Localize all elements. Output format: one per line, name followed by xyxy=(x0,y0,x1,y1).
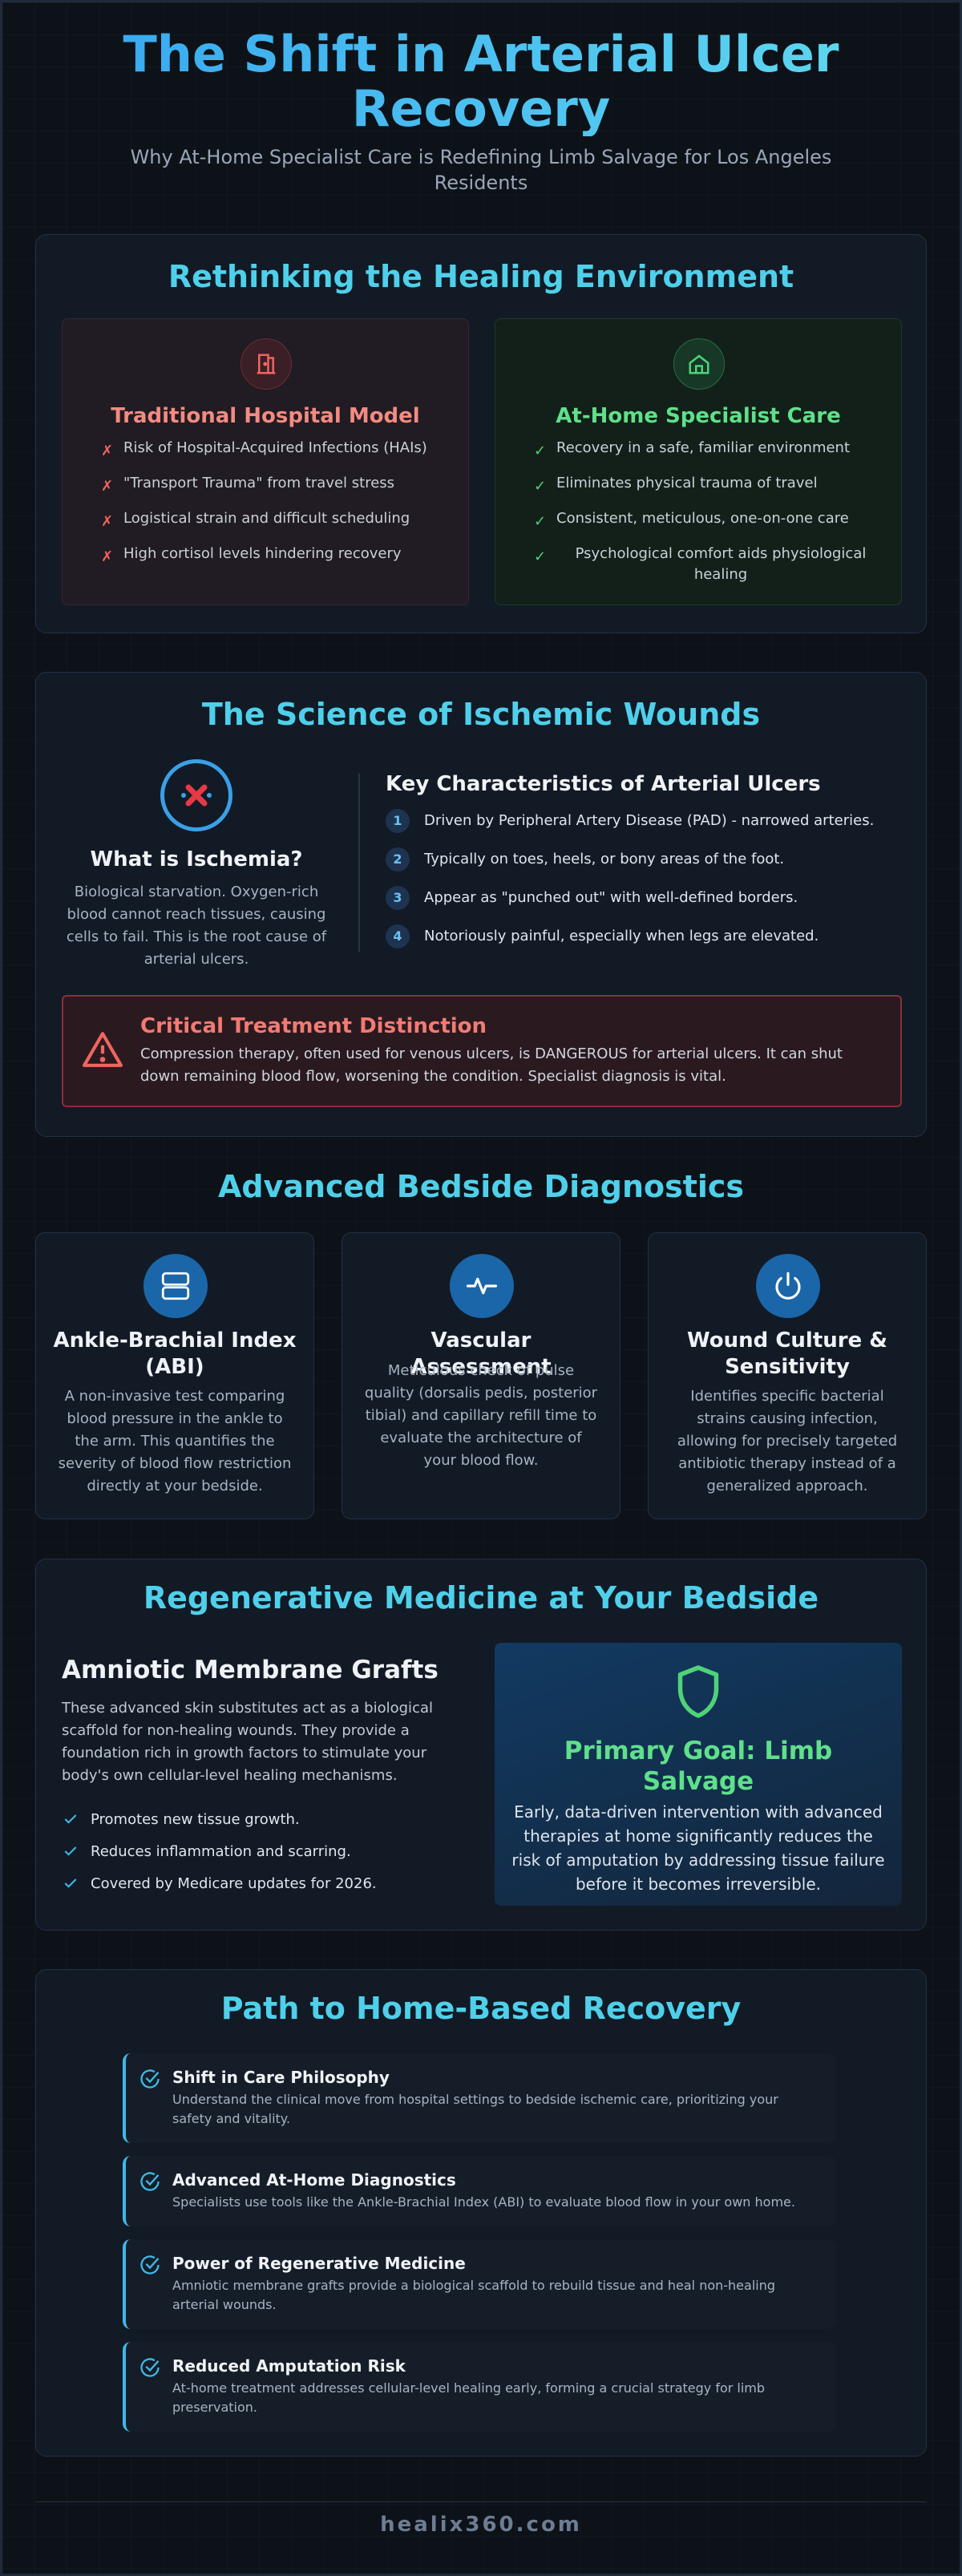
number-badge: 4 xyxy=(386,924,410,948)
check-circle-icon xyxy=(139,2356,161,2382)
recovery-path-section: Path to Home-Based Recovery Shift in Car… xyxy=(35,1969,927,2457)
home-care-heading: At-Home Specialist Care xyxy=(556,404,841,428)
list-item: ✗Logistical strain and difficult schedul… xyxy=(101,508,452,530)
page-subtitle: Why At-Home Specialist Care is Redefinin… xyxy=(130,146,832,194)
section-title: Rethinking the Healing Environment xyxy=(168,259,794,294)
alert-heading: Critical Treatment Distinction xyxy=(140,1014,487,1038)
server-icon xyxy=(143,1254,208,1318)
check-icon xyxy=(62,1875,79,1898)
list-item: ✓Consistent, meticulous, one-on-one care xyxy=(534,508,885,530)
check-icon: ✓ xyxy=(534,513,547,530)
card-heading: Wound Culture & Sensitivity xyxy=(687,1328,887,1379)
home-benefit-list: ✓Recovery in a safe, familiar environmen… xyxy=(534,438,885,600)
path-step: Reduced Amputation Risk At-home treatmen… xyxy=(123,2342,836,2432)
list-item: Reduces inflammation and scarring. xyxy=(62,1842,463,1874)
check-circle-icon xyxy=(139,2068,161,2093)
traditional-model-heading: Traditional Hospital Model xyxy=(111,404,420,428)
power-icon xyxy=(756,1254,820,1318)
step-text: Specialists use tools like the Ankle-Bra… xyxy=(172,2194,795,2210)
wound-culture-card: Wound Culture & Sensitivity Identifies s… xyxy=(648,1232,927,1519)
number-badge: 3 xyxy=(386,886,410,910)
page-title: The Shift in Arterial Ulcer Recovery xyxy=(80,27,882,136)
traditional-model-card: Traditional Hospital Model ✗Risk of Hosp… xyxy=(62,318,469,605)
divider xyxy=(358,774,360,952)
list-item: ✓Psychological comfort aids physiologica… xyxy=(534,545,867,583)
card-heading: Vascular Assessment xyxy=(410,1328,552,1379)
ischemia-description: Biological starvation. Oxygen-rich blood… xyxy=(66,884,327,968)
diagnostics-title: Advanced Bedside Diagnostics xyxy=(217,1169,745,1204)
cross-icon: ✗ xyxy=(101,443,114,459)
list-item: ✓Recovery in a safe, familiar environmen… xyxy=(534,438,885,459)
goal-heading: Primary Goal: Limb Salvage xyxy=(564,1737,833,1796)
section-title: The Science of Ischemic Wounds xyxy=(201,697,761,732)
check-circle-icon xyxy=(139,2254,161,2279)
home-care-card: At-Home Specialist Care ✓Recovery in a s… xyxy=(495,318,902,605)
traditional-risk-list: ✗Risk of Hospital-Acquired Infections (H… xyxy=(101,438,452,579)
grafts-description: These advanced skin substitutes act as a… xyxy=(62,1700,433,1784)
check-icon: ✓ xyxy=(534,478,547,495)
card-text: A non-invasive test comparing blood pres… xyxy=(58,1388,292,1494)
card-heading: Ankle-Brachial Index (ABI) xyxy=(53,1328,297,1379)
ischemia-x-icon xyxy=(160,759,232,831)
path-step: Power of Regenerative Medicine Amniotic … xyxy=(123,2239,836,2329)
cross-icon: ✗ xyxy=(101,513,114,530)
alert-text: Compression therapy, often used for veno… xyxy=(140,1045,843,1085)
grafts-benefit-list: Promotes new tissue growth. Reduces infl… xyxy=(62,1810,463,1906)
hospital-door-icon xyxy=(240,338,292,390)
characteristics-heading: Key Characteristics of Arterial Ulcers xyxy=(386,772,821,796)
limb-salvage-goal-card: Primary Goal: Limb Salvage Early, data-d… xyxy=(495,1643,902,1906)
check-icon: ✓ xyxy=(534,443,547,459)
step-text: At-home treatment addresses cellular-lev… xyxy=(172,2380,766,2415)
step-heading: Power of Regenerative Medicine xyxy=(172,2254,466,2273)
number-badge: 1 xyxy=(386,809,410,833)
section-title: Path to Home-Based Recovery xyxy=(220,1991,742,2026)
goal-text: Early, data-driven intervention with adv… xyxy=(511,1802,885,1894)
regenerative-section: Regenerative Medicine at Your Bedside Am… xyxy=(35,1559,927,1931)
warning-icon xyxy=(83,1030,123,1070)
grafts-heading: Amniotic Membrane Grafts xyxy=(62,1656,439,1684)
step-heading: Advanced At-Home Diagnostics xyxy=(172,2170,456,2190)
list-item: Covered by Medicare updates for 2026. xyxy=(62,1874,463,1906)
list-item: ✗High cortisol levels hindering recovery xyxy=(101,544,452,565)
step-text: Amniotic membrane grafts provide a biolo… xyxy=(172,2278,776,2312)
healing-environment-section: Rethinking the Healing Environment Tradi… xyxy=(35,234,927,633)
path-step: Advanced At-Home Diagnostics Specialists… xyxy=(123,2156,836,2226)
footer-brand-link[interactable]: healix360.com xyxy=(380,2513,582,2537)
ischemic-science-section: The Science of Ischemic Wounds What is I… xyxy=(35,672,927,1137)
check-circle-icon xyxy=(139,2170,161,2196)
step-heading: Shift in Care Philosophy xyxy=(172,2068,390,2087)
card-text: Identifies specific bacterial strains ca… xyxy=(677,1388,898,1494)
footer-divider xyxy=(35,2501,927,2502)
ischemia-heading: What is Ischemia? xyxy=(90,847,303,871)
number-badge: 2 xyxy=(386,847,410,871)
path-step: Shift in Care Philosophy Understand the … xyxy=(123,2053,836,2143)
check-icon: ✓ xyxy=(534,548,547,565)
step-text: Understand the clinical move from hospit… xyxy=(172,2092,778,2126)
shield-icon xyxy=(674,1664,722,1723)
step-heading: Reduced Amputation Risk xyxy=(172,2356,406,2376)
card-text: Meticulous check of pulse quality (dorsa… xyxy=(364,1362,598,1469)
list-item: ✗"Transport Trauma" from travel stress xyxy=(101,473,452,495)
abi-card: Ankle-Brachial Index (ABI) A non-invasiv… xyxy=(35,1232,314,1519)
pulse-icon xyxy=(450,1254,514,1318)
check-icon xyxy=(62,1843,79,1866)
list-item: ✗Risk of Hospital-Acquired Infections (H… xyxy=(101,438,452,459)
list-item: ✓Eliminates physical trauma of travel xyxy=(534,473,885,495)
vascular-assessment-card: Vascular Assessment Meticulous check of … xyxy=(342,1232,620,1519)
home-icon xyxy=(673,338,725,390)
check-icon xyxy=(62,1811,79,1834)
cross-icon: ✗ xyxy=(101,478,114,495)
list-item: Promotes new tissue growth. xyxy=(62,1810,463,1842)
cross-icon: ✗ xyxy=(101,548,114,565)
section-title: Regenerative Medicine at Your Bedside xyxy=(143,1580,819,1616)
critical-distinction-alert: Critical Treatment Distinction Compressi… xyxy=(62,995,902,1107)
